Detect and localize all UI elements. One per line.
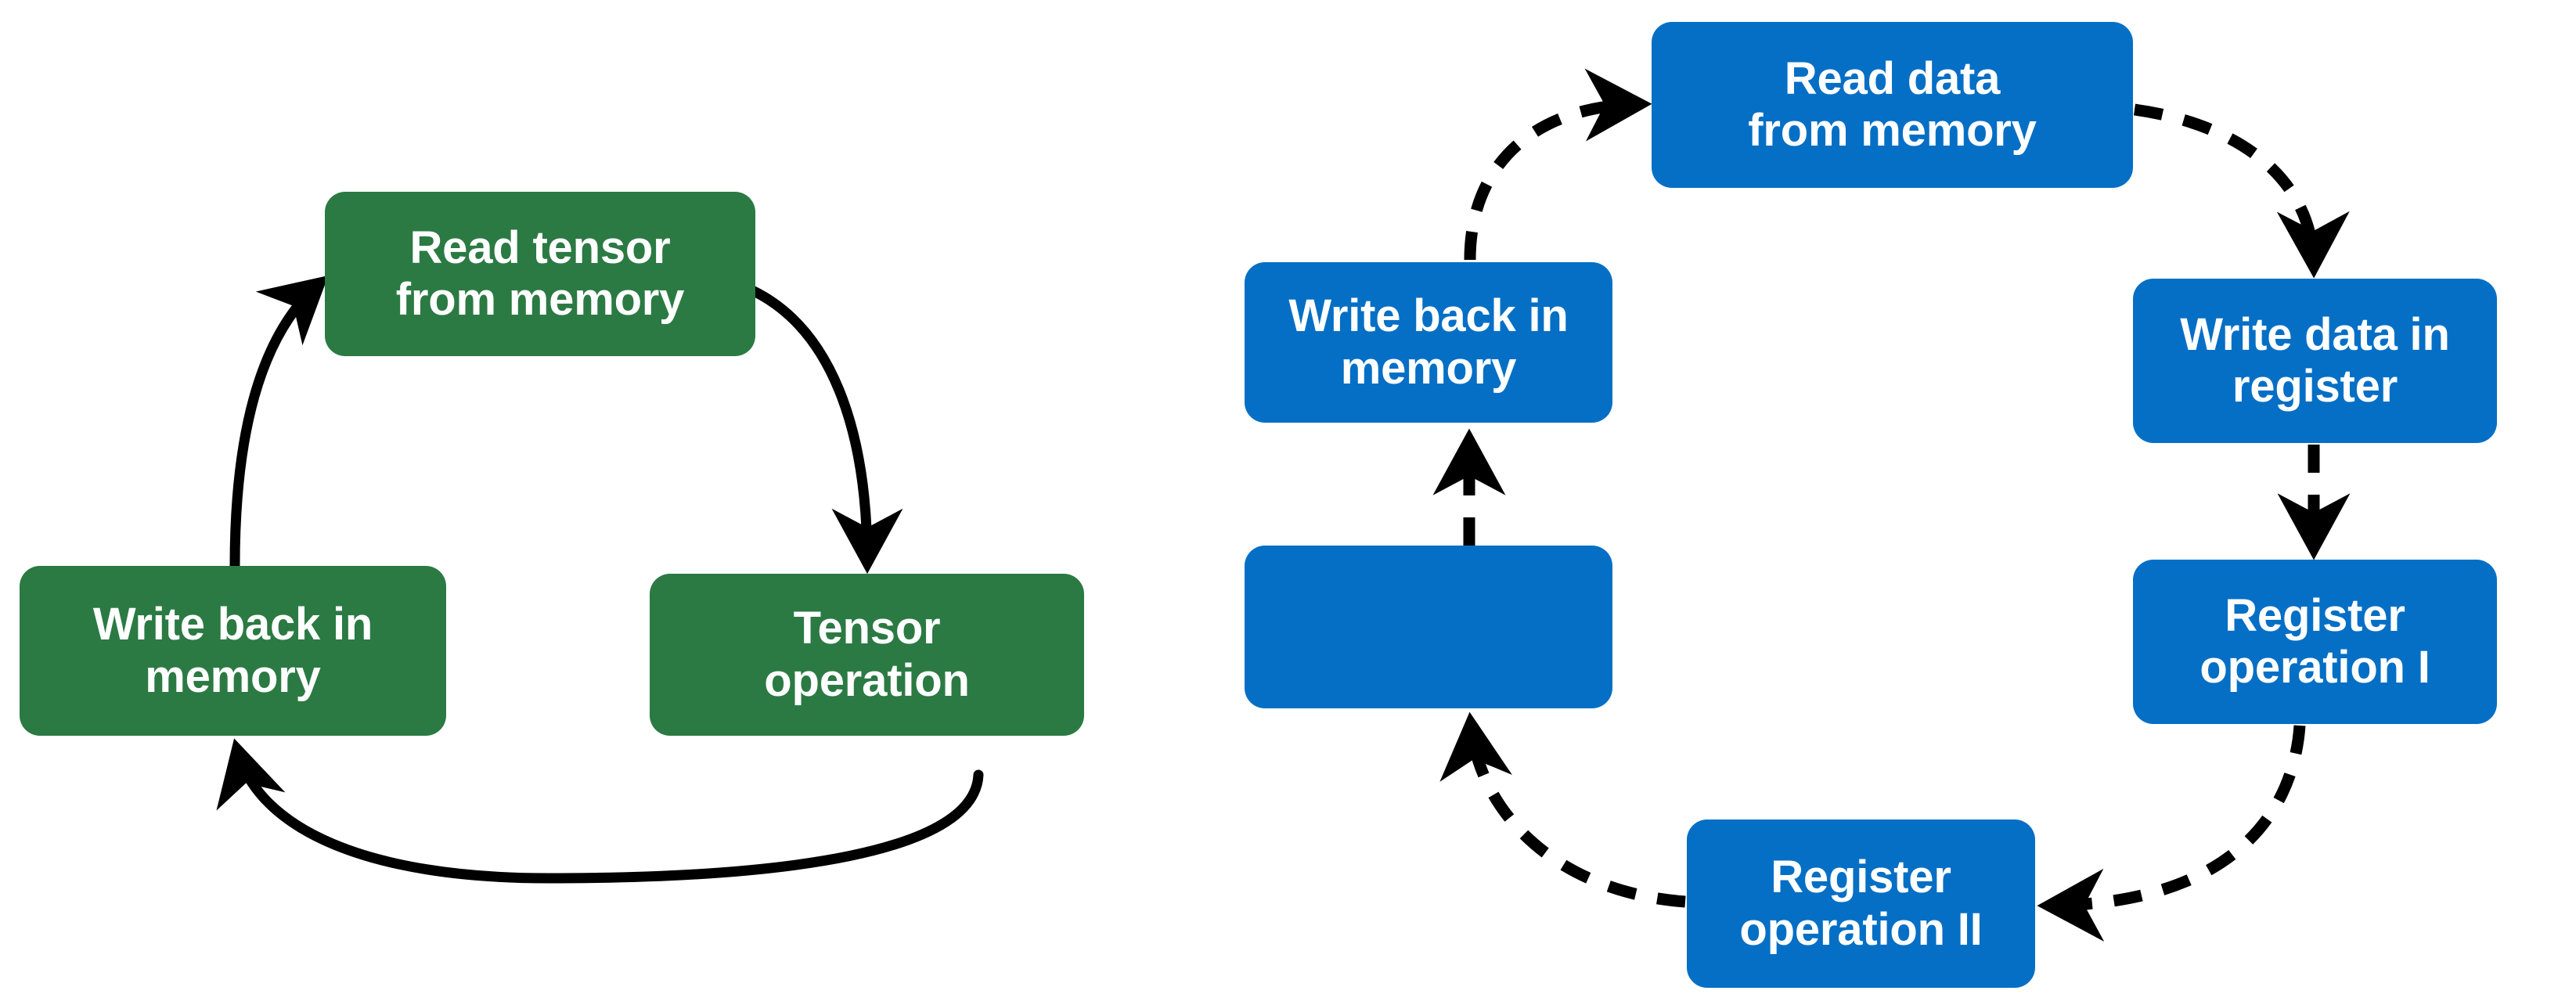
edge-read-data-to-write-data bbox=[2133, 103, 2350, 279]
node-read-data-from-memory[interactable]: Read data from memory bbox=[1652, 22, 2133, 188]
node-write-back-in-memory[interactable]: Write back in memory bbox=[20, 566, 446, 736]
node-tensor-operation[interactable]: Tensor operation bbox=[650, 574, 1084, 736]
edge-reg-op-1-to-reg-op-2 bbox=[2037, 725, 2306, 942]
node-blank-placeholder[interactable] bbox=[1245, 546, 1612, 708]
edge-tensor-operation-to-write-back bbox=[216, 738, 984, 884]
node-read-tensor-from-memory[interactable]: Read tensor from memory bbox=[325, 192, 755, 356]
node-write-back-in-memory-register[interactable]: Write back in memory bbox=[1245, 262, 1612, 423]
node-register-operation-ii[interactable]: Register operation II bbox=[1687, 819, 2035, 988]
edge-read-tensor-to-tensor-operation bbox=[748, 286, 903, 575]
edge-write-back-to-read-data bbox=[1464, 68, 1652, 261]
edge-reg-op-2-to-blank-node bbox=[1439, 711, 1686, 908]
node-write-data-in-register[interactable]: Write data in register bbox=[2133, 279, 2497, 443]
node-register-operation-i[interactable]: Register operation I bbox=[2133, 560, 2497, 724]
edge-write-back-to-read-tensor bbox=[229, 276, 329, 571]
